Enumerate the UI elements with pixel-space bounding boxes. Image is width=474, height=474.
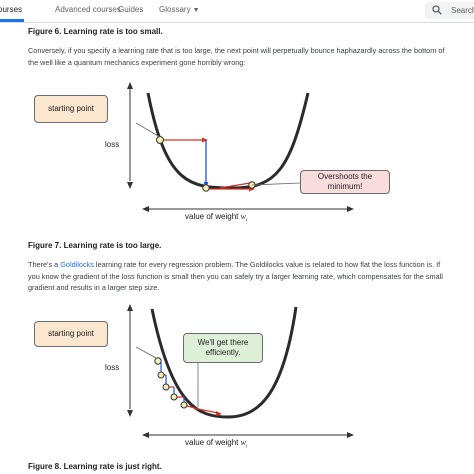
y-axis-arrowhead-bottom <box>127 182 133 189</box>
search-icon <box>432 5 442 15</box>
x-axis-arrowhead-left <box>142 432 149 438</box>
x-axis-label: value of weight wi <box>185 212 247 224</box>
step-point-4 <box>180 401 188 409</box>
gradient-step-arrowhead-1 <box>202 137 208 143</box>
bounce-arrow-3 <box>219 182 251 189</box>
starting-point-callout: starting point <box>34 321 108 347</box>
start-callout-pointer <box>135 122 161 138</box>
step-point-3 <box>170 393 178 401</box>
figure6-caption: Figure 6. Learning rate is too small. <box>28 27 163 36</box>
y-axis-arrowhead-top <box>127 304 133 311</box>
paragraph-goldilocks-post: learning rate for every regression probl… <box>28 260 443 292</box>
search-box[interactable]: Search <box>425 2 474 19</box>
x-axis-variable-subscript: i <box>245 444 248 450</box>
starting-point-dot <box>154 357 162 365</box>
y-axis-arrowhead-top <box>127 82 133 89</box>
x-axis-variable: w <box>240 212 246 221</box>
goldilocks-link[interactable]: Goldilocks <box>60 260 94 269</box>
overshoot-callout-pointer <box>251 182 301 186</box>
step-point-1 <box>202 184 210 192</box>
step-point-2 <box>162 383 170 391</box>
gradient-step-arrowhead <box>216 411 222 416</box>
chevron-down-icon: ▼ <box>192 7 200 14</box>
search-placeholder: Search <box>451 6 474 15</box>
x-axis-arrowhead-right <box>347 206 354 212</box>
loss-curve <box>150 306 298 419</box>
y-axis-label: loss <box>105 140 120 149</box>
x-axis-variable-subscript: i <box>245 218 248 224</box>
step-point-1 <box>157 371 165 379</box>
y-axis-label: loss <box>105 363 120 372</box>
top-nav: ourses Advanced courses Guides Glossary▼… <box>0 0 474 23</box>
figure-learning-rate-too-large: starting point Overshoots the minimum! l… <box>28 75 448 224</box>
active-tab-indicator <box>0 19 24 22</box>
x-axis-label-text: value of weight <box>185 438 239 447</box>
tab-guides[interactable]: Guides <box>118 5 144 14</box>
starting-point-callout: starting point <box>34 95 108 123</box>
y-axis-arrowhead-bottom <box>127 410 133 417</box>
paragraph-goldilocks: There's a Goldilocks learning rate for e… <box>28 259 450 294</box>
figure7-caption: Figure 7. Learning rate is too large. <box>28 241 162 250</box>
x-axis-variable: w <box>240 438 246 447</box>
x-axis-label-text: value of weight <box>185 212 239 221</box>
tab-glossary-label: Glossary <box>159 5 191 14</box>
start-callout-pointer <box>135 346 157 359</box>
starting-point-dot <box>156 136 164 144</box>
paragraph-goldilocks-pre: There's a <box>28 260 61 269</box>
figure8-caption: Figure 8. Learning rate is just right. <box>28 462 162 471</box>
efficient-callout: We'll get there efficiently. <box>183 333 263 363</box>
tab-advanced-courses[interactable]: Advanced courses <box>55 5 121 14</box>
x-axis-label: value of weight wi <box>185 438 247 450</box>
overshoot-callout: Overshoots the minimum! <box>300 170 390 194</box>
figure-learning-rate-just-right: starting point We'll get there efficient… <box>28 301 448 450</box>
x-axis-arrowhead-left <box>142 206 149 212</box>
tab-glossary[interactable]: Glossary▼ <box>159 5 200 14</box>
figure1-diagram <box>127 82 354 212</box>
paragraph-overshoot: Conversely, if you specify a learning ra… <box>28 46 445 67</box>
loss-curve <box>146 92 310 190</box>
x-axis-arrowhead-right <box>347 432 354 438</box>
figure2-diagram <box>127 304 354 438</box>
tab-courses[interactable]: ourses <box>0 5 23 14</box>
gradient-step-arrow-6 <box>197 408 219 414</box>
